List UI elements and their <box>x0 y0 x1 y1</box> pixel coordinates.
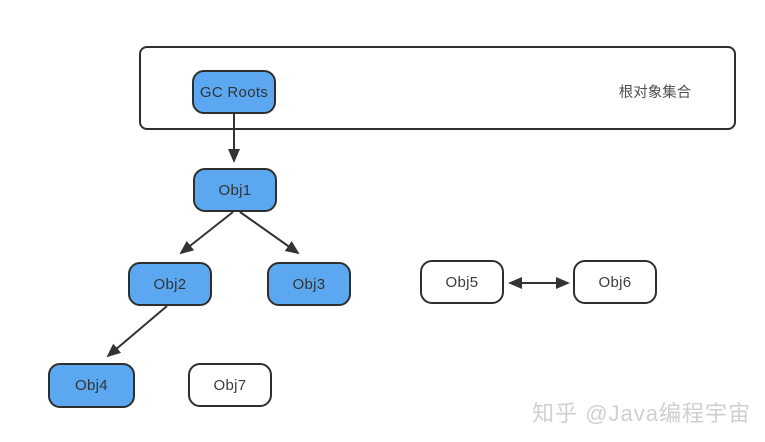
node-obj2: Obj2 <box>128 262 212 306</box>
arrow-obj1-obj2 <box>179 211 234 255</box>
root-set-label: 根对象集合 <box>618 85 692 101</box>
node-obj7: Obj7 <box>188 363 272 407</box>
arrow-obj2-obj4 <box>106 305 168 358</box>
watermark: 知乎 @Java编程宇宙 <box>532 401 751 426</box>
node-obj1: Obj1 <box>193 168 277 212</box>
node-obj3: Obj3 <box>267 262 351 306</box>
root-set-container <box>139 46 736 130</box>
node-obj4: Obj4 <box>48 363 135 408</box>
arrow-obj1-obj3 <box>239 211 300 255</box>
node-gc-roots: GC Roots <box>192 70 276 114</box>
node-obj6: Obj6 <box>573 260 657 304</box>
node-obj5: Obj5 <box>420 260 504 304</box>
